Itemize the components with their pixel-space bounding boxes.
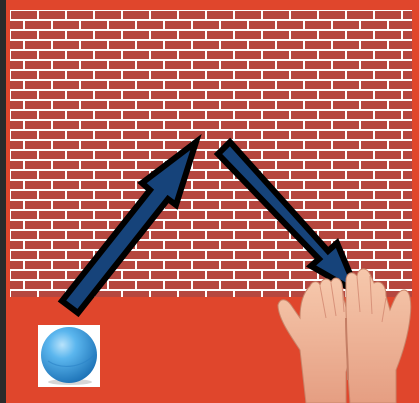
left-edge — [0, 0, 6, 403]
blue-ball — [38, 325, 100, 387]
ball-card — [38, 325, 100, 387]
brick-wall — [10, 10, 412, 297]
